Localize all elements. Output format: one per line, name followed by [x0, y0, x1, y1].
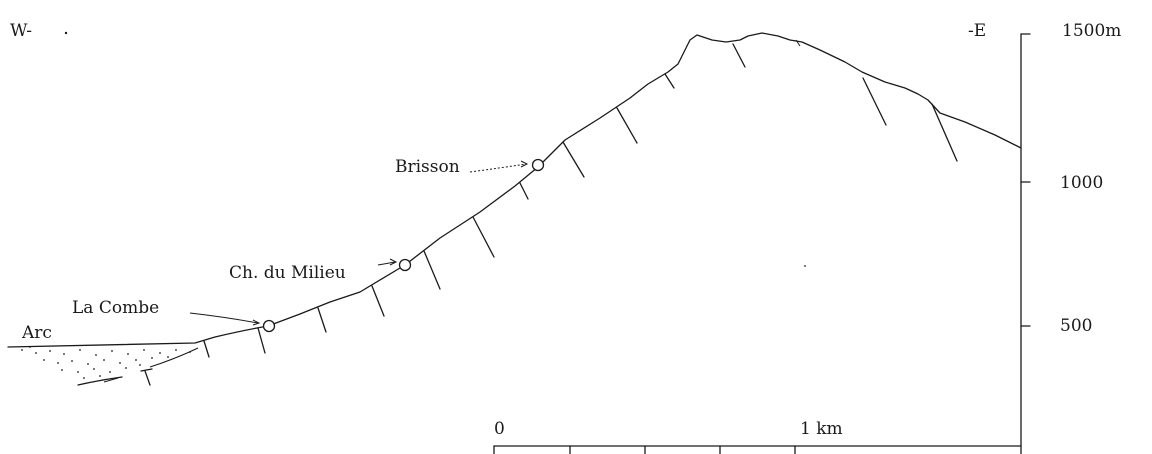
- alluvium-base-dash: [77, 376, 123, 386]
- arc-river-label: Arc: [21, 323, 52, 343]
- terrain-profile-line: [7, 32, 1022, 348]
- chemin-du-milieu-marker: [398, 258, 412, 272]
- chemin-du-milieu-arrowhead: [389, 258, 398, 266]
- bedding-tick: [203, 340, 210, 358]
- alluvium-base-dash: [103, 377, 119, 383]
- la-combe-marker: [262, 319, 276, 333]
- alluvium-stipple: [21, 346, 191, 379]
- bedding-tick: [664, 73, 675, 89]
- scale-bar-1km-label: 1 km: [800, 419, 843, 439]
- bedding-tick: [257, 327, 266, 354]
- bedding-tick: [562, 141, 585, 178]
- bedding-tick: [317, 307, 327, 333]
- la-combe-label: La Combe: [72, 298, 159, 318]
- brisson-label: Brisson: [395, 157, 460, 177]
- bedding-tick: [423, 250, 441, 290]
- chemin-du-milieu-arrow: [377, 261, 396, 266]
- brisson-arrowhead: [520, 160, 529, 168]
- bedding-tick: [862, 77, 887, 126]
- bedding-tick: [732, 43, 746, 68]
- elevation-label-1000: 1000: [1060, 173, 1103, 193]
- scale-bar-zero-label: 0: [494, 419, 505, 439]
- bedding-tick: [519, 182, 529, 200]
- ridge-break-mark: [795, 39, 801, 47]
- east-label: -E: [968, 21, 986, 41]
- elevation-label-1500m: 1500m: [1062, 21, 1121, 41]
- elevation-label-500: 500: [1060, 316, 1092, 336]
- bedding-ticks: [140, 43, 958, 386]
- brisson-leader: [469, 163, 527, 173]
- bedding-tick: [371, 285, 385, 317]
- west-label: W-: [10, 21, 32, 41]
- alluvium-base-dash: [149, 347, 199, 368]
- bedding-tick: [616, 107, 638, 144]
- la-combe-arrowhead: [252, 319, 261, 326]
- scale-bar: 0 1 km: [493, 419, 1022, 454]
- brisson-marker: [531, 158, 545, 172]
- stray-speck: [804, 265, 806, 267]
- bedding-tick: [931, 103, 958, 162]
- bedding-tick: [140, 368, 153, 372]
- stray-dot: [64, 31, 68, 35]
- bedding-tick: [472, 216, 495, 258]
- bedding-tick: [144, 370, 151, 386]
- la-combe-leader: [189, 312, 259, 324]
- alluvium-fill: [21, 346, 199, 386]
- chemin-du-milieu-label: Ch. du Milieu: [229, 263, 346, 283]
